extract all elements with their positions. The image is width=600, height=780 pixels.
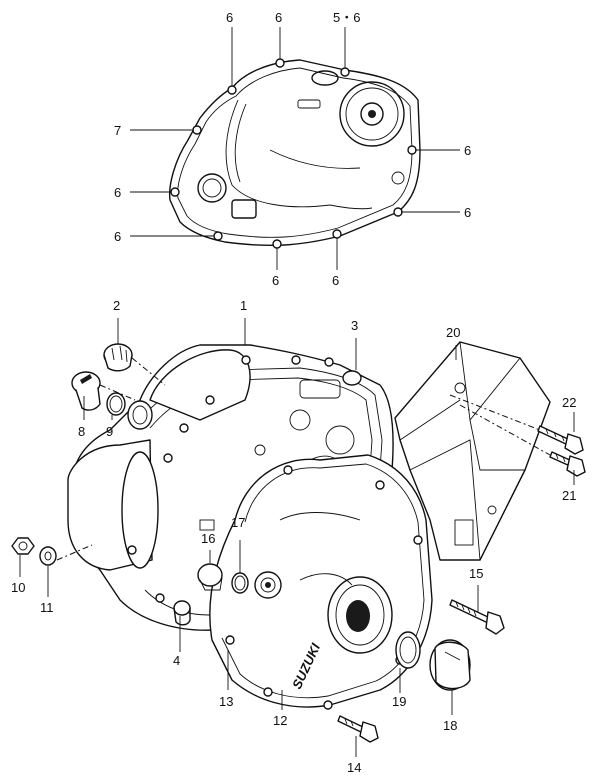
- label-7: 7: [114, 123, 121, 138]
- label-6: 6: [272, 273, 279, 288]
- part-10-nut: [11, 537, 35, 555]
- label-2: 2: [113, 298, 120, 313]
- label-6: 6: [226, 10, 233, 25]
- label-6: 6: [464, 205, 471, 220]
- label-6: 6: [114, 185, 121, 200]
- part-20-chain-cover: [394, 341, 551, 561]
- part-21-bolt: [549, 451, 586, 477]
- part-16-plug: [197, 563, 223, 591]
- label-13: 13: [219, 694, 233, 709]
- label-14: 14: [347, 760, 361, 775]
- part-22-bolt: [537, 425, 584, 455]
- label-16: 16: [201, 531, 215, 546]
- label-18: 18: [443, 718, 457, 733]
- label-8: 8: [78, 424, 85, 439]
- part-19-gasket: [395, 631, 421, 669]
- part-2-cap: [103, 343, 133, 372]
- clutch-cover-inner-view: [130, 27, 460, 270]
- label-6: 6: [275, 10, 282, 25]
- label-6: 6: [464, 143, 471, 158]
- label-9: 9: [106, 424, 113, 439]
- label-3: 3: [351, 318, 358, 333]
- label-12: 12: [273, 713, 287, 728]
- label-10: 10: [11, 580, 25, 595]
- part-18-cap: [429, 639, 471, 691]
- part-15-bolt: [449, 599, 505, 635]
- label-4: 4: [173, 653, 180, 668]
- label-17: 17: [231, 515, 245, 530]
- part-14-bolt: [337, 715, 379, 743]
- label-19: 19: [392, 694, 406, 709]
- part-9-o-ring: [106, 392, 126, 416]
- part-4-dowel: [173, 600, 191, 626]
- label-6: 6: [114, 229, 121, 244]
- label-21: 21: [562, 488, 576, 503]
- callout-labels: 6 6 5・6 7 6 6 6 6 6 6 2 1 3 20 22 8 9 21…: [11, 10, 576, 775]
- part-11-washer: [39, 546, 57, 566]
- label-11: 11: [40, 600, 54, 615]
- label-1: 1: [240, 298, 247, 313]
- label-6: 6: [332, 273, 339, 288]
- label-20: 20: [446, 325, 460, 340]
- label-22: 22: [562, 395, 576, 410]
- label-15: 15: [469, 566, 483, 581]
- part-13-clutch-cover: SUZUKI: [209, 454, 433, 710]
- label-5-6: 5・6: [333, 10, 360, 25]
- part-8-plug: [71, 371, 101, 411]
